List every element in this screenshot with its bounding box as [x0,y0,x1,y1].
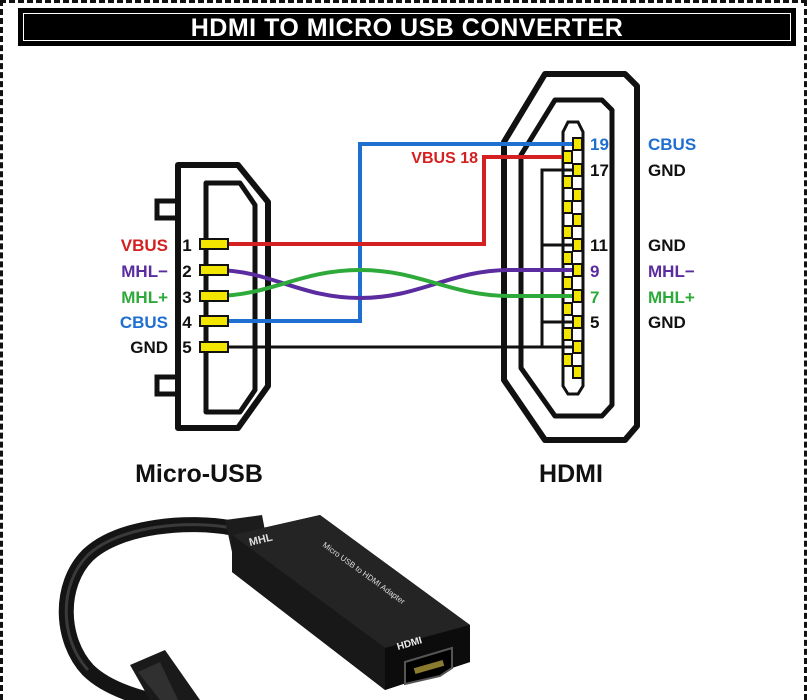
micro-pin-2-number: 2 [182,262,191,281]
hdmi-pin-1 [572,365,583,379]
hdmi-pin-9 [572,263,583,277]
micro-usb-pin-labels: VBUS MHL− MHL+ CBUS GND 1 2 3 4 5 [120,236,192,357]
micro-usb-pin-5 [199,341,229,353]
vbus-18-label: VBUS 18 [411,150,478,167]
micro-usb-pin-1 [199,238,229,250]
wire-gnd-hdmi-17 [540,168,577,347]
hdmi-pin-19 [572,137,583,151]
hdmi-pin-17-name: GND [648,161,686,180]
hdmi-pin-8 [562,276,573,290]
micro-usb-pin-4 [199,315,229,327]
adapter-top-face [232,515,470,648]
hdmi-pin-9-number: 9 [590,262,599,281]
hdmi-pin-18 [562,150,573,164]
micro-pin-4-number: 4 [182,313,192,332]
hdmi-pin-7-name: MHL+ [648,288,695,307]
pins [199,137,583,379]
hdmi-pin-9-name: MHL− [648,262,695,281]
wire-vbus [215,155,570,246]
hdmi-pin-4 [562,327,573,341]
hdmi-pin-6 [562,302,573,316]
hdmi-pin-11-number: 11 [590,236,608,255]
hdmi-pin-17-number: 17 [590,161,609,180]
title-bar: HDMI TO MICRO USB CONVERTER [18,8,796,46]
hdmi-pin-10 [562,251,573,265]
hdmi-pin-11 [572,238,583,252]
hdmi-caption: HDMI [539,460,603,488]
hdmi-pin-16 [562,175,573,189]
hdmi-pin-14 [562,200,573,214]
page-title: HDMI TO MICRO USB CONVERTER [190,14,624,42]
hdmi-pin-19-name: CBUS [648,135,696,154]
micro-pin-1-name: VBUS [121,236,168,255]
micro-usb-caption: Micro-USB [135,460,263,488]
wires [214,142,577,349]
micro-pin-3-number: 3 [182,288,191,307]
micro-pin-1-number: 1 [182,236,191,255]
hdmi-pin-labels: 19 17 11 9 7 5 CBUS GND GND MHL− MHL+ GN… [411,135,696,332]
hdmi-pin-15 [572,188,583,202]
hdmi-pin-12 [562,225,573,239]
micro-pin-3-name: MHL+ [121,288,168,307]
hdmi-pin-5-name: GND [648,313,686,332]
hdmi-pin-13 [572,213,583,227]
micro-pin-4-name: CBUS [120,313,168,332]
hdmi-pin-17 [572,163,583,177]
micro-usb-pin-2 [199,264,229,276]
hdmi-pin-7-number: 7 [590,288,599,307]
hdmi-pin-7 [572,289,583,303]
hdmi-pin-2 [562,353,573,367]
wire-cbus [215,142,577,323]
hdmi-pin-11-name: GND [648,236,686,255]
wire-mhl-minus [214,268,577,301]
micro-pin-5-number: 5 [182,338,191,357]
micro-usb-pin-3 [199,290,229,302]
micro-pin-2-name: MHL− [121,262,168,281]
adapter-photo: MHL Micro USB to HDMI Adapter HDMI [58,515,470,700]
micro-pin-5-name: GND [130,338,168,357]
adapter-brand-text: MHL [248,531,274,548]
wire-mhl-plus [214,267,577,298]
hdmi-pin-5-number: 5 [590,313,599,332]
hdmi-pin-3 [572,340,583,354]
hdmi-pin-19-number: 19 [590,135,609,154]
hdmi-pin-5 [572,315,583,329]
